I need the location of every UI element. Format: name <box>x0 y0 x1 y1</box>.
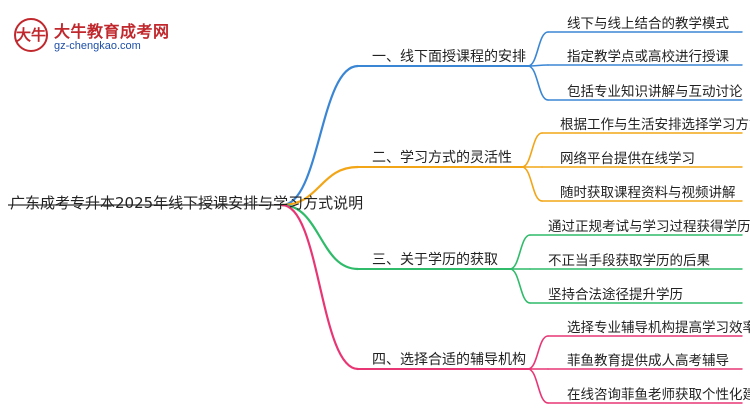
leaf-node-1-2: 指定教学点或高校进行授课 <box>567 49 729 65</box>
edge-root-branch-3 <box>280 203 360 271</box>
edge-root-branch-2 <box>280 165 360 207</box>
edge-branch-4-leaf-1 <box>527 335 549 370</box>
leaf-node-4-1: 选择专业辅导机构提高学习效率 <box>567 320 750 336</box>
branch-node-4: 四、选择合适的辅导机构 <box>372 352 526 368</box>
edge-branch-1-leaf-3 <box>527 65 549 101</box>
edge-root-branch-1 <box>280 64 360 207</box>
edge-branch-1-leaf-1 <box>527 31 549 67</box>
leaf-node-3-2: 不正当手段获取学历的后果 <box>548 253 710 269</box>
leaf-node-4-2: 菲鱼教育提供成人高考辅导 <box>567 353 729 369</box>
leaf-node-1-1: 线下与线上结合的教学模式 <box>567 16 729 32</box>
leaf-node-2-2: 网络平台提供在线学习 <box>560 151 695 167</box>
edge-branch-2-leaf-1 <box>521 132 543 168</box>
branch-node-1: 一、线下面授课程的安排 <box>372 49 526 65</box>
logo-badge-text: 大牛 <box>16 26 47 44</box>
branch-node-2: 二、学习方式的灵活性 <box>372 150 512 166</box>
leaf-node-3-3: 坚持合法途径提升学历 <box>548 287 683 303</box>
edge-root-branch-4 <box>280 203 360 371</box>
edge-branch-3-leaf-1 <box>509 234 531 270</box>
logo-badge: 大牛 <box>14 18 48 52</box>
logo-title: 大牛教育成考网 <box>54 22 170 41</box>
edge-branch-4-leaf-3 <box>527 368 549 404</box>
root-node: 广东成考专升本2025年线下授课安排与学习方式说明 <box>10 194 364 212</box>
edge-branch-2-leaf-3 <box>521 166 543 202</box>
leaf-node-2-1: 根据工作与生活安排选择学习方式 <box>560 117 750 133</box>
edge-branch-3-leaf-3 <box>509 268 531 304</box>
leaf-node-3-1: 通过正规考试与学习过程获得学历 <box>548 219 750 235</box>
logo-url: gz-chengkao.com <box>54 40 141 52</box>
leaf-node-1-3: 包括专业知识讲解与互动讨论 <box>567 84 743 100</box>
leaf-node-4-3: 在线咨询菲鱼老师获取个性化建议 <box>567 387 750 403</box>
leaf-node-2-3: 随时获取课程资料与视频讲解 <box>560 185 736 201</box>
branch-node-3: 三、关于学历的获取 <box>372 252 498 268</box>
site-logo: 大牛 大牛教育成考网 gz-chengkao.com <box>10 18 180 58</box>
